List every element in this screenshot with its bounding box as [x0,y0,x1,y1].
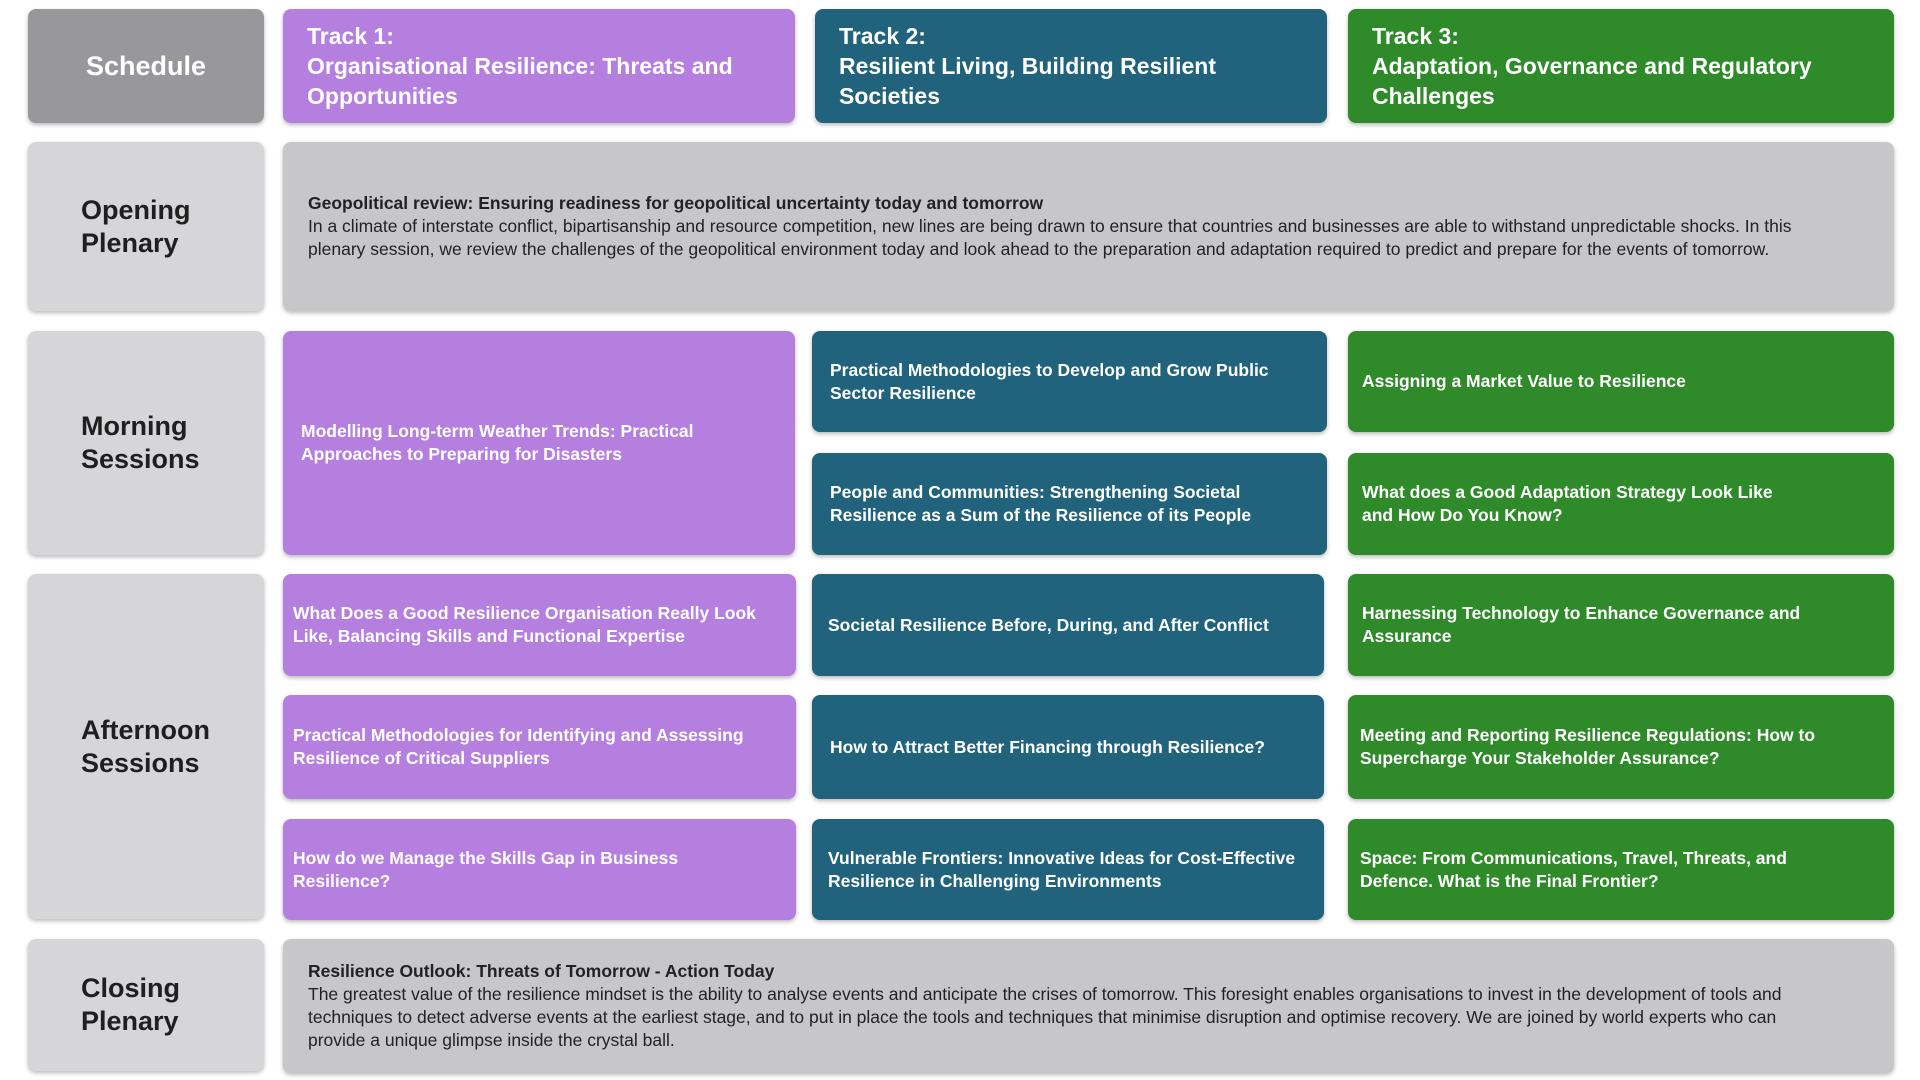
session-title: What does a Good Adaptation Strategy Loo… [1362,482,1773,525]
opening-plenary-title: Geopolitical review: Ensuring readiness … [308,193,1044,213]
session-title: Vulnerable Frontiers: Innovative Ideas f… [828,847,1296,891]
afternoon-track3-session-2[interactable]: Meeting and Reporting Resilience Regulat… [1348,695,1894,799]
opening-plenary-label-cell: Opening Plenary [28,142,264,311]
morning-sessions-label-cell: Morning Sessions [28,331,264,555]
morning-sessions-label: Morning Sessions [81,411,200,474]
closing-plenary-body: Resilience Outlook: Threats of Tomorrow … [283,939,1894,1073]
morning-track3-session-1[interactable]: Assigning a Market Value to Resilience [1348,331,1894,432]
track-2-header-text: Track 2: Resilient Living, Building Resi… [815,21,1327,111]
morning-track2-session-2[interactable]: People and Communities: Strengthening So… [812,453,1327,555]
track-2-title: Resilient Living, Building Resilient Soc… [839,53,1216,109]
session-title: Meeting and Reporting Resilience Regulat… [1360,725,1816,768]
track-3-title: Adaptation, Governance and Regulatory Ch… [1372,53,1812,109]
opening-plenary-description: In a climate of interstate conflict, bip… [308,216,1792,259]
opening-plenary-content: Geopolitical review: Ensuring readiness … [283,192,1894,261]
track-3-header: Track 3: Adaptation, Governance and Regu… [1348,9,1894,123]
session-title: Practical Methodologies for Identifying … [293,725,744,768]
session-title: Societal Resilience Before, During, and … [828,614,1269,635]
schedule-label: Schedule [85,50,207,81]
afternoon-track1-session-1[interactable]: What Does a Good Resilience Organisation… [283,574,796,676]
session-title: Space: From Communications, Travel, Thre… [1360,847,1787,891]
track-1-header: Track 1: Organisational Resilience: Thre… [283,9,795,123]
afternoon-track3-session-1[interactable]: Harnessing Technology to Enhance Governa… [1348,574,1894,676]
afternoon-track3-session-3[interactable]: Space: From Communications, Travel, Thre… [1348,819,1894,920]
afternoon-track1-session-2[interactable]: Practical Methodologies for Identifying … [283,695,796,799]
session-title: People and Communities: Strengthening So… [830,482,1252,525]
afternoon-track1-session-3[interactable]: How do we Manage the Skills Gap in Busin… [283,819,796,920]
session-title: Assigning a Market Value to Resilience [1362,371,1686,391]
morning-track2-session-1[interactable]: Practical Methodologies to Develop and G… [812,331,1327,432]
track-3-header-text: Track 3: Adaptation, Governance and Regu… [1348,21,1894,111]
morning-track1-session-1[interactable]: Modelling Long-term Weather Trends: Prac… [283,331,795,555]
track-2-header: Track 2: Resilient Living, Building Resi… [815,9,1327,123]
closing-plenary-description: The greatest value of the resilience min… [308,984,1782,1050]
track-3-prefix: Track 3: [1372,23,1459,49]
afternoon-track2-session-2[interactable]: How to Attract Better Financing through … [812,695,1324,799]
closing-plenary-title: Resilience Outlook: Threats of Tomorrow … [308,961,775,981]
closing-plenary-content: Resilience Outlook: Threats of Tomorrow … [283,960,1894,1052]
track-1-header-text: Track 1: Organisational Resilience: Thre… [283,21,795,111]
session-title: What Does a Good Resilience Organisation… [293,603,756,646]
opening-plenary-body: Geopolitical review: Ensuring readiness … [283,142,1894,311]
track-2-prefix: Track 2: [839,23,926,49]
track-1-title: Organisational Resilience: Threats and O… [307,53,733,109]
closing-plenary-label: Closing Plenary [81,973,180,1036]
afternoon-sessions-label: Afternoon Sessions [81,714,210,778]
session-title: Harnessing Technology to Enhance Governa… [1362,603,1801,646]
session-title: Modelling Long-term Weather Trends: Prac… [301,421,694,464]
track-1-prefix: Track 1: [307,23,394,49]
session-title: Practical Methodologies to Develop and G… [830,359,1269,403]
afternoon-sessions-label-cell: Afternoon Sessions [28,574,264,919]
session-title: How do we Manage the Skills Gap in Busin… [293,847,679,891]
afternoon-track2-session-1[interactable]: Societal Resilience Before, During, and … [812,574,1324,676]
morning-track3-session-2[interactable]: What does a Good Adaptation Strategy Loo… [1348,453,1894,555]
afternoon-track2-session-3[interactable]: Vulnerable Frontiers: Innovative Ideas f… [812,819,1324,920]
session-title: How to Attract Better Financing through … [830,736,1265,757]
opening-plenary-label: Opening Plenary [81,194,191,258]
closing-plenary-label-cell: Closing Plenary [28,939,264,1071]
schedule-header: Schedule [28,9,264,123]
